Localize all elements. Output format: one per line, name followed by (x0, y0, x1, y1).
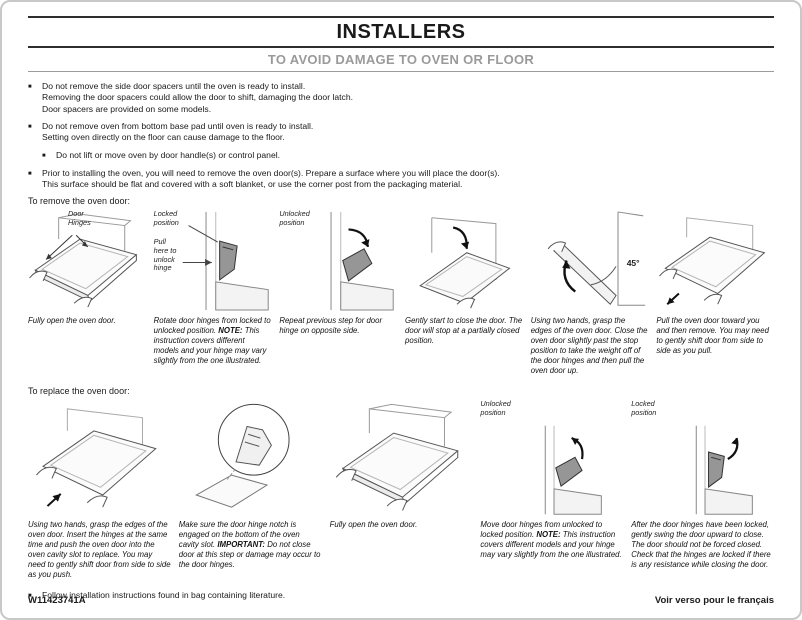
step-caption: Repeat previous step for door hinge on o… (279, 316, 383, 336)
open-oven-door-illustration (28, 210, 146, 312)
step-caption: Using two hands, grasp the edges of the … (28, 520, 171, 579)
locked-hinge-illustration (154, 210, 272, 312)
step-caption: Move door hinges from unlocked to locked… (480, 520, 622, 560)
remove-section-heading: To remove the oven door: (28, 196, 131, 207)
figure-label: Unlocked position (480, 399, 511, 417)
hinge-notch-magnifier-illustration (179, 400, 322, 516)
note-label: IMPORTANT: (217, 540, 266, 550)
footer-bullets: Follow installation instructions found i… (28, 590, 774, 602)
bullet-text: Do not lift or move oven by door handle(… (56, 149, 281, 160)
page-title: INSTALLERS (336, 21, 466, 43)
step-column: Gently start to close the door. The door… (405, 210, 523, 376)
door-pull-out-illustration (656, 210, 774, 312)
step-column: Locked position After the door hinges ha… (631, 399, 774, 580)
door-insert-illustration (28, 400, 171, 516)
replace-section-heading: To replace the oven door: (28, 386, 130, 397)
remove-steps-row: Door Hinges Fully open the o (28, 209, 774, 376)
step-column: 45° Using two hands, grasp the edges of … (531, 210, 649, 376)
step-column: Make sure the door hinge notch is engage… (179, 400, 322, 580)
step-figure (330, 400, 473, 516)
bullet-item: Do not remove oven from bottom base pad … (28, 121, 774, 144)
step-figure: Locked position Pull here to unlock hing… (153, 209, 272, 312)
step-caption: After the door hinges have been locked, … (631, 520, 771, 569)
step-figure (656, 210, 774, 312)
figure-label-angle: 45° (626, 258, 640, 269)
top-rule (28, 16, 774, 18)
bullet-text: Do not remove oven from bottom base pad … (42, 121, 314, 143)
step-caption: Make sure the door hinge notch is engage… (178, 520, 321, 569)
door-45-degree-illustration (531, 210, 649, 312)
step-figure: Unlocked position (279, 209, 397, 312)
figure-label: Door Hinges (68, 209, 91, 227)
bullet-item: Do not remove the side door spacers unti… (28, 81, 774, 115)
bullet-square-icon (28, 81, 42, 115)
note-text: This instruction covers different models… (480, 530, 622, 560)
step-column: Unlocked position Repeat previous step f… (279, 209, 397, 376)
title-rule (28, 46, 774, 48)
step-caption: Fully open the oven door. (329, 520, 418, 530)
figure-label: Pull here to unlock hinge (153, 237, 177, 273)
step-column: Locked position Pull here to unlock hing… (153, 209, 272, 376)
step-figure (179, 400, 322, 516)
step-figure: 45° (531, 210, 649, 312)
locked-hinge-illustration (631, 424, 774, 516)
replace-steps-row: Using two hands, grasp the edges of the … (28, 399, 774, 580)
door-closing-illustration (405, 210, 523, 312)
bullet-item: Follow installation instructions found i… (28, 590, 774, 602)
figure-label: Unlocked position (279, 209, 310, 227)
bullet-square-icon (28, 168, 42, 191)
unlocked-hinge-illustration (279, 210, 397, 312)
step-caption: Gently start to close the door. The door… (405, 316, 523, 346)
document-number: W11423741A (28, 595, 86, 606)
step-column: Pull the oven door toward you and then r… (656, 210, 774, 376)
note-text: Do not close door at this step or damage… (178, 540, 321, 569)
step-caption: Pull the oven door toward you and then r… (656, 316, 769, 356)
intro-bullets: Do not remove the side door spacers unti… (28, 81, 774, 190)
bullet-text: Prior to installing the oven, you will n… (42, 167, 500, 189)
step-column: Unlocked position Move door hinges from … (480, 399, 623, 580)
step-figure (28, 400, 171, 516)
step-caption: Fully open the oven door. (28, 316, 116, 326)
step-figure (405, 210, 523, 312)
step-column: Door Hinges Fully open the o (28, 209, 146, 376)
bullet-text: Follow installation instructions found i… (42, 589, 286, 600)
step-figure: Unlocked position (480, 399, 623, 516)
bullet-square-icon (28, 121, 42, 144)
step-caption: Using two hands, grasp the edges of the … (530, 316, 648, 376)
figure-label: Locked position (153, 209, 179, 227)
figure-label: Locked position (631, 399, 657, 417)
subtitle-rule (28, 71, 774, 72)
note-text: This instruction covers different models… (153, 326, 267, 366)
note-label: NOTE: (536, 530, 561, 540)
step-column: Using two hands, grasp the edges of the … (28, 400, 171, 580)
verso-note: Voir verso pour le français (654, 595, 774, 606)
step-caption: Rotate door hinges from locked to unlock… (153, 316, 271, 366)
step-figure: Locked position (631, 399, 774, 516)
step-figure: Door Hinges (28, 209, 146, 312)
bullet-text: Do not remove the side door spacers unti… (42, 81, 353, 114)
page-subtitle: TO AVOID DAMAGE TO OVEN OR FLOOR (267, 52, 535, 67)
note-label: NOTE: (218, 326, 243, 336)
open-oven-door-illustration (330, 400, 473, 516)
bullet-item: Prior to installing the oven, you will n… (28, 168, 774, 191)
bullet-square-icon (42, 150, 56, 162)
bullet-item-sub: Do not lift or move oven by door handle(… (42, 150, 774, 162)
hinge-unlock-to-lock-illustration (480, 424, 623, 516)
step-column: Fully open the oven door. (330, 400, 473, 580)
